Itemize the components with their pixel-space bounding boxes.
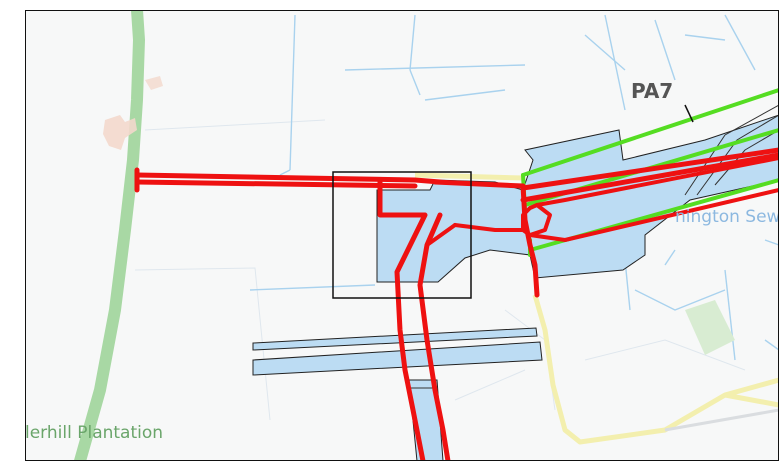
park-area (685, 300, 735, 355)
pale-roads (414, 172, 779, 445)
zone-label: PA7 (631, 79, 673, 103)
selection-box[interactable] (332, 171, 472, 299)
grey-roads (664, 408, 779, 432)
drainage-lines (249, 14, 779, 361)
plantation-label: lerhill Plantation (25, 423, 163, 443)
water-label: nington Sew (675, 207, 779, 227)
building-icon-small (145, 76, 163, 90)
map-frame[interactable]: PA7 nington Sew lerhill Plantation (25, 10, 779, 461)
green-lane (74, 10, 146, 461)
map-canvas[interactable]: PA7 nington Sew lerhill Plantation (25, 10, 779, 461)
red-route (134, 147, 779, 461)
building-icon (103, 115, 137, 150)
leader-line (684, 104, 694, 123)
